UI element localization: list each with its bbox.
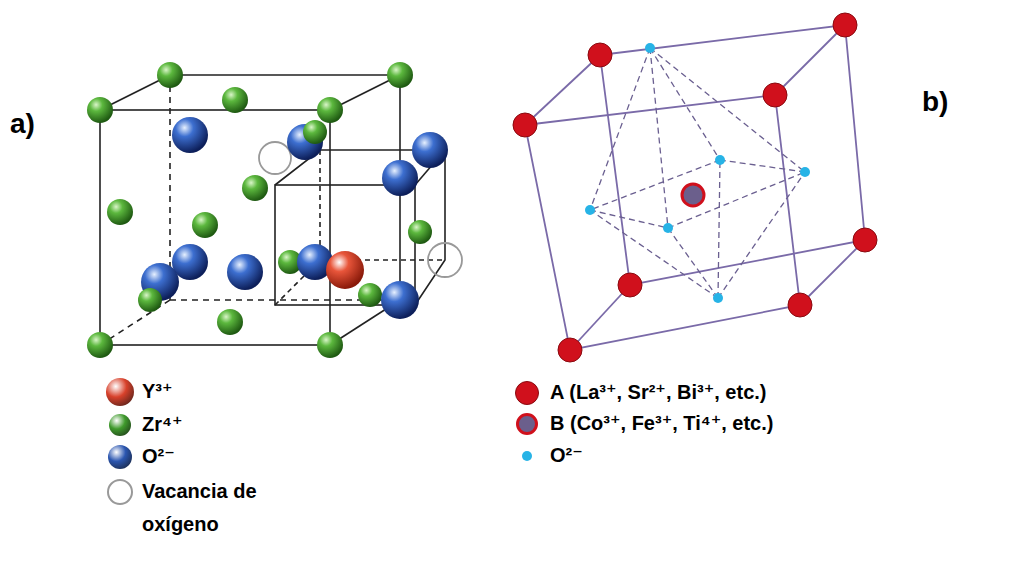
legend-swatch [107,479,133,505]
legend-text: O²⁻ [550,439,583,472]
fluorite-cell [100,75,445,345]
legend-swatch [522,451,532,461]
a-ions [513,13,877,362]
legend-swatch [106,378,134,406]
legend-swatch [108,445,132,469]
zr-ions [107,62,413,312]
oxygen-vacancy [428,243,462,277]
perovskite-cell [525,25,865,350]
legend-text: B (Co³⁺, Fe³⁺, Ti⁴⁺, etc.) [550,407,773,440]
legend-text: A (La³⁺, Sr²⁺, Bi³⁺, etc.) [550,376,767,409]
panel-label: a) [10,108,35,140]
o-ions [141,117,448,319]
b-ion [682,184,704,206]
oxygen-vacancy [259,142,291,174]
y-ion [326,251,364,289]
legend-swatch [515,381,539,405]
legend-swatch [109,414,131,436]
octahedron [590,48,805,298]
legend-text: Vacancia de oxígeno [142,475,277,541]
legend-swatch [516,413,538,435]
o-ions-b [585,43,810,303]
panel-label: b) [922,86,948,118]
legend-text: O²⁻ [142,440,175,473]
legend-text: Y³⁺ [142,375,173,408]
legend-text: Zr⁴⁺ [142,408,182,441]
zr-ions-front [87,97,432,358]
